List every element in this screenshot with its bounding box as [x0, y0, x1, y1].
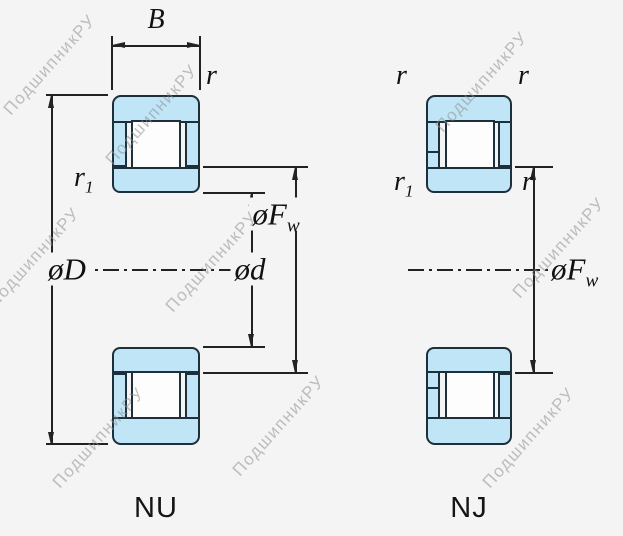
nu-dim-label-raceway-diameter: øFw — [248, 196, 304, 236]
nu-ext-line-D-bottom — [46, 443, 108, 445]
nj-inner-ring-bottom — [426, 347, 512, 373]
nj-roller-bottom — [445, 371, 495, 420]
nu-arrowhead — [48, 95, 54, 108]
nu-arrowhead — [292, 167, 298, 180]
nu-dim-label-r: r — [206, 60, 217, 91]
nu-outer-ring-bottom — [112, 417, 200, 445]
watermark-text: ПодшипникРУ — [228, 371, 329, 480]
nu-dim-line-B — [112, 45, 200, 47]
nu-dim-label-bore-diameter: ød — [230, 252, 270, 286]
nu-ext-line-B-right — [199, 36, 201, 90]
nj-roller-top — [445, 120, 495, 169]
nj-dim-label-r-top-right: r — [518, 60, 529, 91]
nj-dim-label-r1-base: r — [394, 166, 405, 197]
nj-dim-label-r-inner: r — [522, 166, 533, 197]
nj-center-line — [408, 269, 548, 271]
nj-outer-ring-bottom — [426, 417, 512, 445]
nu-dim-label-outer-diameter: øD — [44, 252, 90, 286]
nu-inner-ring-bottom — [112, 347, 200, 373]
nj-outer-ring-top — [426, 95, 512, 123]
nj-dim-line-Fw — [533, 167, 535, 373]
nj-outer-flange-top-right — [498, 121, 512, 167]
nu-ext-line-d-bottom — [203, 346, 265, 348]
nu-center-line — [45, 269, 235, 271]
nu-arrowhead — [292, 360, 298, 373]
nj-dim-label-Fw-sub: w — [585, 270, 599, 292]
nu-outer-flange-bottom-right — [185, 373, 200, 419]
nu-ext-line-D-top — [46, 94, 108, 96]
nu-arrowhead — [187, 42, 200, 48]
nu-inner-ring-top — [112, 167, 200, 193]
nu-outer-ring-top — [112, 95, 200, 123]
nj-outer-flange-top-left — [426, 121, 440, 153]
nj-dim-label-raceway-diameter: øFw — [551, 251, 598, 291]
nj-dim-label-r1-sub: 1 — [404, 181, 414, 201]
nu-ext-line-B-left — [111, 36, 113, 90]
nu-dim-label-Fw-base: øF — [252, 196, 287, 232]
nu-outer-flange-top-left — [112, 121, 127, 167]
nu-outer-flange-top-right — [185, 121, 200, 167]
nu-roller-top — [131, 120, 181, 169]
nu-dim-label-r1-base: r — [74, 162, 85, 193]
nj-arrowhead — [530, 167, 536, 180]
nj-ext-line-Fw-top — [515, 166, 553, 168]
nu-dim-label-Fw-sub: w — [286, 215, 300, 237]
nu-ext-line-Fw-bottom — [203, 372, 308, 374]
nj-outer-flange-bottom-right — [498, 373, 512, 419]
nj-type-caption: NJ — [450, 492, 488, 524]
nu-outer-flange-bottom-left — [112, 373, 127, 419]
nj-outer-flange-bottom-left — [426, 387, 440, 419]
nu-roller-bottom — [131, 371, 181, 420]
nj-dim-label-r-top-left: r — [396, 60, 407, 91]
nu-ext-line-d-top — [203, 192, 265, 194]
nu-dim-line-Fw — [295, 167, 297, 373]
nu-dim-label-r1-sub: 1 — [84, 177, 94, 197]
nu-dim-label-r1: r1 — [74, 162, 94, 196]
nj-inner-ring-top — [426, 167, 512, 193]
nu-arrowhead — [112, 42, 125, 48]
nj-dim-label-r1: r1 — [394, 166, 414, 200]
nu-type-caption: NU — [134, 492, 178, 524]
nu-dim-label-B: B — [147, 4, 165, 35]
nu-arrowhead — [248, 334, 254, 347]
nj-dim-label-Fw-base: øF — [551, 251, 586, 287]
nu-ext-line-Fw-top — [203, 166, 308, 168]
nj-arrowhead — [530, 360, 536, 373]
nu-arrowhead — [48, 432, 54, 445]
